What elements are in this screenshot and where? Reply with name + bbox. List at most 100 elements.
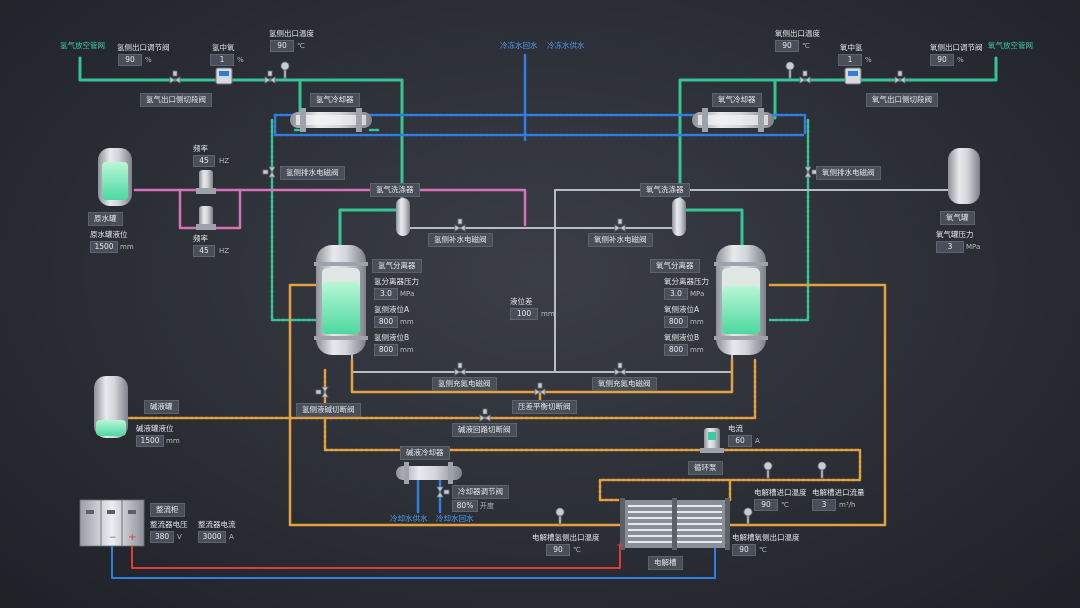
o-scrubber-tag: 氧气洗涤器 (640, 183, 690, 197)
h-alkali-valve-tag: 氢侧液碱切断阀 (296, 403, 361, 417)
rectifier-current-unit: A (229, 533, 234, 541)
e-h-temp-value: 90 (546, 544, 570, 556)
h-valve-unit: % (145, 56, 152, 64)
balance-valve-tag: 压差平衡切断阀 (512, 400, 577, 414)
valve-cooler[interactable] (436, 486, 450, 498)
e-in-temp-label: 电解槽进口温度 (754, 488, 807, 497)
raw-water-tank (98, 148, 132, 206)
valve-o-drain[interactable] (804, 166, 818, 178)
valve-h-n2[interactable] (454, 362, 466, 376)
o-vent-net-label: 氧气放空管网 (988, 41, 1033, 50)
valve-main-cutoff[interactable] (479, 408, 491, 422)
o-separator (714, 245, 768, 355)
oxygen-tank (948, 148, 980, 204)
valve-o-n2[interactable] (614, 362, 626, 376)
o-sep-pressure-label: 氧分离器压力 (664, 277, 709, 286)
e-flow-unit: m³/h (839, 501, 856, 509)
raw-water-pump-1[interactable] (196, 170, 216, 194)
lye-cooler (396, 462, 462, 484)
h-refill-valve-tag: 氢侧补水电磁阀 (428, 233, 493, 247)
pump1-freq-label: 频率 (193, 144, 208, 153)
e-flow-label: 电解槽进口流量 (812, 488, 865, 497)
rectifier-voltage-unit: V (177, 533, 182, 541)
h-levelB-unit: mm (400, 346, 414, 354)
o-refill-valve-tag: 氧侧补水电磁阀 (588, 233, 653, 247)
raw-water-pump-2[interactable] (196, 206, 216, 230)
valve-o-cutoff[interactable] (799, 70, 811, 84)
lye-level-value: 1500 (136, 435, 164, 447)
cooler-valve-value: 80% (452, 500, 478, 512)
h-levelB-label: 氢侧液位B (374, 333, 410, 342)
rectifier-voltage-label: 整流器电压 (150, 520, 188, 529)
pump-current-value: 60 (728, 435, 752, 447)
o-scrubber (672, 198, 686, 236)
e-h-temp-unit: ℃ (573, 546, 581, 554)
pump1-freq-unit: HZ (219, 157, 230, 165)
h-temp-value: 90 (270, 40, 294, 52)
valve-balance[interactable] (534, 382, 546, 396)
o-levelA-unit: mm (690, 318, 704, 326)
lye-level-label: 碱液罐液位 (136, 424, 174, 433)
pipe-power-blue (111, 544, 716, 579)
o-sep-pressure-unit: MPa (690, 290, 705, 298)
valve-h-refill[interactable] (454, 218, 466, 232)
oxygen-pressure-value: 3 (936, 241, 964, 253)
pipe-h-sep-top (338, 208, 404, 250)
h-valve-value: 90 (118, 54, 142, 66)
o-valve-unit: % (957, 56, 964, 64)
lye-cooler-tag: 碱液冷却器 (400, 446, 450, 460)
pipe-o-sep-top (678, 208, 744, 250)
e-o-temp-unit: ℃ (759, 546, 767, 554)
pipe-power-red (131, 544, 621, 569)
h-valve-label: 氢侧出口调节阀 (117, 43, 170, 52)
pipe-lye-main (118, 358, 757, 420)
pipe-lye-right (728, 283, 887, 527)
h-scrubber-tag: 氢气洗涤器 (370, 183, 420, 197)
chilled-supply-label: 冷冻水供水 (547, 41, 585, 50)
raw-level-unit: mm (120, 243, 134, 251)
valve-h-alkali[interactable] (315, 386, 329, 398)
e-flow-value: 3 (812, 499, 836, 511)
svg-text:+: + (616, 540, 624, 551)
valve-h-cutoff[interactable] (264, 70, 276, 84)
raw-level-value: 1500 (90, 241, 118, 253)
e-in-temp-unit: ℃ (781, 501, 789, 509)
pump2-freq-unit: HZ (219, 247, 230, 255)
o-purity-value: 1 (838, 54, 862, 66)
h-levelA-value: 800 (374, 316, 398, 328)
lye-level-unit: mm (166, 437, 180, 445)
h-levelB-value: 800 (374, 344, 398, 356)
main-cutoff-valve-tag: 碱液回路切断阀 (452, 423, 517, 437)
h-purity-label: 氢中氧 (212, 43, 235, 52)
o-cooler-tag: 氧气冷却器 (712, 93, 762, 107)
h-n2-valve-tag: 氢侧充氮电磁阀 (432, 377, 497, 391)
o-levelB-value: 800 (664, 344, 688, 356)
h-purity-value: 1 (210, 54, 234, 66)
h-purity-unit: % (237, 56, 244, 64)
o-sep-pressure-value: 3.0 (664, 288, 688, 300)
valve-o-refill[interactable] (614, 218, 626, 232)
rectifier-cabinet: − + (79, 499, 145, 547)
o-purity-unit: % (865, 56, 872, 64)
o-cutoff-valve-tag: 氧气出口侧切段阀 (866, 93, 938, 107)
cooler-valve-tag: 冷却器调节阀 (452, 485, 509, 499)
pipe-cooling-water (416, 478, 442, 514)
o-temp-unit: ℃ (802, 42, 810, 50)
pipe-h-net (78, 56, 302, 120)
pipe-o-net (773, 56, 998, 120)
rectifier-voltage-value: 380 (150, 531, 174, 543)
circulation-pump[interactable] (700, 428, 724, 453)
valve-h-drain[interactable] (262, 166, 276, 178)
h-cooler (290, 108, 372, 132)
pipe-h-drain (270, 118, 320, 322)
oxygen-pressure-label: 氧气罐压力 (936, 230, 974, 239)
cooling-return-label: 冷却水回水 (436, 514, 474, 523)
svg-text:−: − (109, 533, 117, 543)
h-sep-pressure-label: 氢分离器压力 (374, 277, 419, 286)
pump1-freq-value: 45 (193, 155, 215, 167)
valve-o-outlet[interactable] (894, 70, 906, 84)
valve-h-outlet[interactable] (169, 70, 181, 84)
rectifier-tag: 整流柜 (150, 503, 185, 517)
o-valve-value: 90 (930, 54, 954, 66)
